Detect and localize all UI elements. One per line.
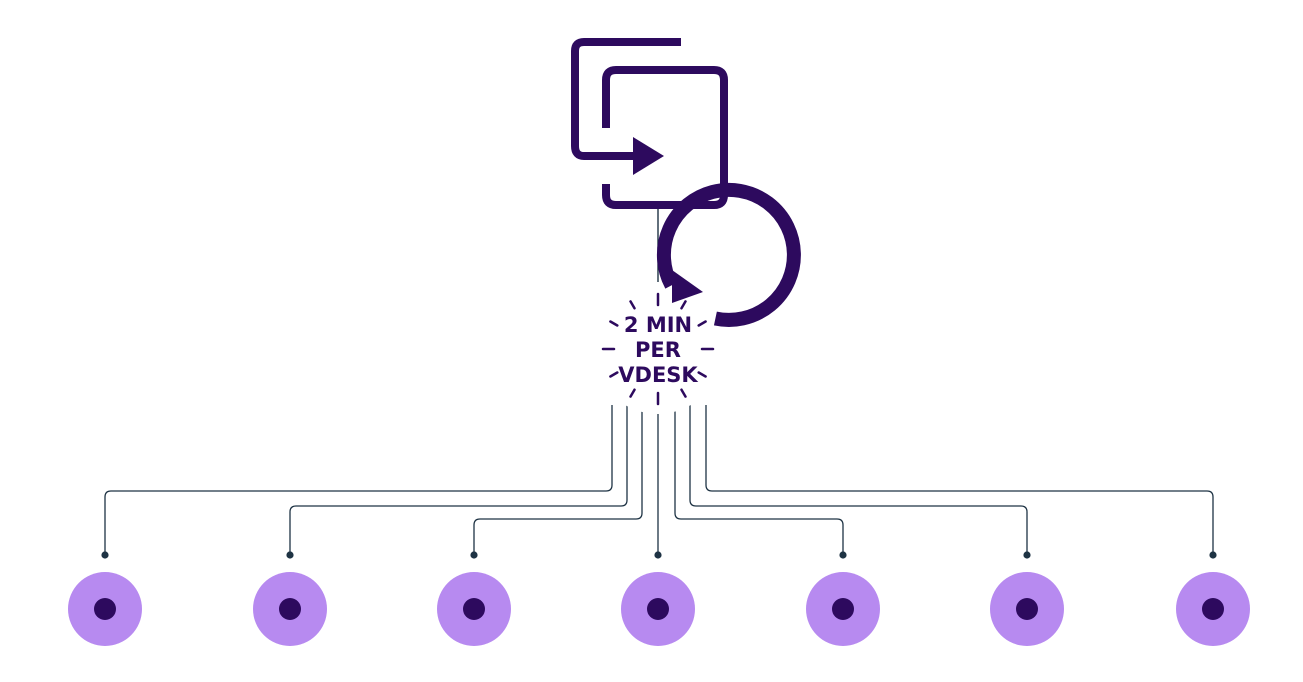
clock-tick xyxy=(609,371,619,378)
node-inner-dot xyxy=(832,598,854,620)
node-inner-dot xyxy=(647,598,669,620)
clock-arrowhead xyxy=(672,270,703,303)
clock-face xyxy=(593,284,723,414)
clock-tick xyxy=(609,320,619,327)
connector-endpoint-dot xyxy=(470,551,478,559)
connector-endpoint-dot xyxy=(1209,551,1217,559)
node-7 xyxy=(1176,572,1250,646)
node-row xyxy=(68,572,1250,646)
node-2 xyxy=(253,572,327,646)
connector-line xyxy=(674,405,844,555)
node-6 xyxy=(990,572,1064,646)
node-inner-dot xyxy=(279,598,301,620)
node-3 xyxy=(437,572,511,646)
connector-line xyxy=(104,405,613,555)
node-inner-dot xyxy=(94,598,116,620)
node-5 xyxy=(806,572,880,646)
clock-tick xyxy=(697,320,707,327)
connector-endpoint-dot xyxy=(1023,551,1031,559)
connector-endpoint-dot xyxy=(286,551,294,559)
sign-in-icon-back-frame xyxy=(571,38,681,160)
clock-tick xyxy=(680,300,687,310)
node-inner-dot xyxy=(1016,598,1038,620)
sign-in-icon-arrowhead xyxy=(633,137,664,175)
node-1 xyxy=(68,572,142,646)
node-4 xyxy=(621,572,695,646)
clock-ring xyxy=(656,182,801,327)
connector-line xyxy=(705,405,1214,555)
connector-tree xyxy=(101,405,1217,559)
connector-line xyxy=(689,405,1028,555)
connector-endpoint-dot xyxy=(839,551,847,559)
connector-line xyxy=(473,405,643,555)
timer-label-line2: PER xyxy=(635,338,681,362)
clock-tick xyxy=(697,371,707,378)
clock-tick xyxy=(680,388,687,398)
connector-endpoint-dot xyxy=(101,551,109,559)
node-inner-dot xyxy=(1202,598,1224,620)
timer-label-line3: VDESK xyxy=(618,363,698,387)
sign-in-icon xyxy=(571,38,728,209)
clock-ticks xyxy=(601,292,715,406)
connector-line xyxy=(289,405,628,555)
clock-tick xyxy=(629,388,636,398)
connector-endpoint-dot xyxy=(654,551,662,559)
timer-label-line1: 2 MIN xyxy=(624,313,692,337)
clock-refresh-icon: 2 MIN PER VDESK xyxy=(593,182,801,414)
node-inner-dot xyxy=(463,598,485,620)
clock-tick xyxy=(629,300,636,310)
sign-in-icon-front-frame xyxy=(602,66,728,209)
